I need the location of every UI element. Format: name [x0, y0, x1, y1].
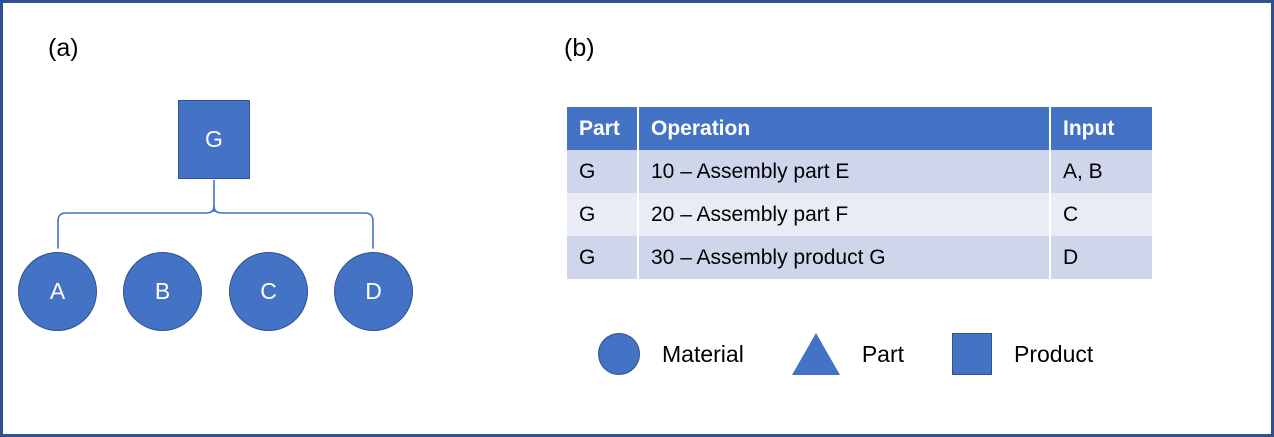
cell-operation: 30 – Assembly product G [639, 236, 1049, 279]
material-node-A-label: A [49, 278, 66, 304]
legend-item-part: Part [791, 333, 904, 375]
brace-connector-icon [57, 180, 374, 249]
legend-label-material: Material [662, 340, 744, 367]
cell-part: G [567, 150, 637, 193]
legend-label-product: Product [1014, 340, 1094, 367]
legend: Material Part Product [598, 333, 1093, 375]
table-row[interactable]: G 20 – Assembly part F C [567, 193, 1152, 236]
product-node-G-label: G [205, 126, 223, 152]
cell-input: C [1051, 193, 1152, 236]
cell-operation: 10 – Assembly part E [639, 150, 1049, 193]
cell-input: D [1051, 236, 1152, 279]
circle-icon [598, 333, 640, 375]
material-node-C[interactable]: C [229, 252, 308, 331]
cell-part: G [567, 193, 637, 236]
table-row[interactable]: G 10 – Assembly part E A, B [567, 150, 1152, 193]
legend-item-material: Material [598, 333, 744, 375]
product-node-G[interactable]: G [178, 100, 250, 179]
column-header-operation: Operation [639, 107, 1049, 150]
legend-label-part: Part [861, 340, 904, 367]
material-node-B[interactable]: B [123, 252, 202, 331]
triangle-icon [791, 333, 840, 375]
material-node-C-label: C [260, 278, 277, 304]
routing-table-body: G 10 – Assembly part E A, B G 20 – Assem… [567, 150, 1152, 279]
square-icon [952, 333, 992, 375]
column-header-part: Part [567, 107, 637, 150]
cell-part: G [567, 236, 637, 279]
table-row[interactable]: G 30 – Assembly product G D [567, 236, 1152, 279]
cell-input: A, B [1051, 150, 1152, 193]
table-header-row: Part Operation Input [567, 107, 1152, 150]
material-node-B-label: B [154, 278, 171, 304]
legend-item-product: Product [952, 333, 1093, 375]
column-header-input: Input [1051, 107, 1152, 150]
panel-a-label: (a) [48, 34, 79, 62]
material-node-D-label: D [365, 278, 382, 304]
routing-table-header: Part Operation Input [567, 107, 1152, 150]
routing-table: Part Operation Input G 10 – Assembly par… [565, 107, 1154, 279]
material-node-D[interactable]: D [334, 252, 413, 331]
cell-operation: 20 – Assembly part F [639, 193, 1049, 236]
bom-tree: G A B C D [3, 3, 548, 434]
material-node-A[interactable]: A [18, 252, 97, 331]
panel-b-label: (b) [564, 34, 595, 62]
